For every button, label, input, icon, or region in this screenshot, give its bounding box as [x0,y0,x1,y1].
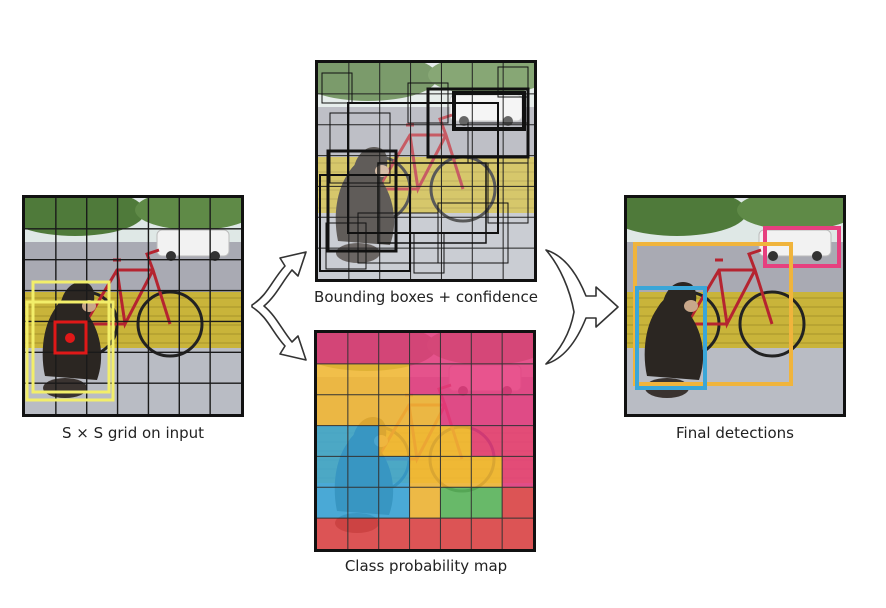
class-cell [409,333,441,364]
bounding-boxes-image [318,63,534,279]
class-cell [440,456,472,488]
class-cell [409,425,441,457]
bounding-boxes-panel [315,60,537,282]
input-caption: S × S grid on input [61,424,205,442]
bicycle-wheel [738,290,806,358]
class-cell [471,518,503,549]
class-probability-panel [314,330,536,552]
class-cell [502,425,533,457]
class-cell [502,456,533,488]
class-cell [409,363,441,395]
class-cell [347,333,379,364]
bounding-box [326,149,398,253]
fork-arrow-left-icon [251,251,307,361]
class-cell [440,394,472,426]
bounding-box [319,174,411,272]
class-cell [471,363,503,395]
class-cell [471,456,503,488]
car-wheel [812,251,822,261]
class-cell [347,394,379,426]
class-cell [471,487,503,519]
tree-foliage [135,198,241,230]
class-cell [502,333,533,364]
class-cell [317,456,348,488]
class-cell [347,487,379,519]
bounding-box [325,222,367,270]
input-image [25,198,241,414]
bounding-box [497,66,529,98]
class-cell [317,487,348,519]
class-cell [317,333,348,364]
car-wheel [459,116,469,126]
detection-car [763,226,841,268]
class-cell [347,518,379,549]
car-wheel [166,251,176,261]
detection-dog [635,286,707,390]
class-cell [317,363,348,395]
dog-muzzle [684,300,698,312]
class-cell [440,425,472,457]
class-cell [409,487,441,519]
class-cell [409,456,441,488]
class-cell [471,394,503,426]
class-cell [378,487,410,519]
class-cell [409,518,441,549]
class-cell [317,425,348,457]
class-cell [440,363,472,395]
tree-foliage [737,198,843,230]
class-cell [378,394,410,426]
class-cell [347,425,379,457]
bounding-box [413,232,445,274]
class-cell [378,518,410,549]
bicycle-wheel [136,290,204,358]
class-cell [471,425,503,457]
dog-tail [43,378,87,398]
input-box-yellow [25,300,115,402]
class-cell [471,333,503,364]
car-body [156,229,230,257]
merge-arrow-right-icon [545,249,619,365]
bounding-box [452,91,526,131]
tree-foliage [627,198,747,236]
class-cell [378,456,410,488]
class-cell [317,394,348,426]
class-cell [378,363,410,395]
final-detections-caption: Final detections [676,424,794,442]
final-detections-panel [624,195,846,417]
bounding-box [407,82,449,124]
bounding-boxes-caption: Bounding boxes + confidence [314,288,538,306]
bounding-box [321,72,353,104]
input-cell-red [53,320,88,355]
class-cell [502,518,533,549]
bicycle-frame [83,248,172,329]
class-cell [502,487,533,519]
class-cell [502,363,533,395]
tree-foliage [428,63,534,95]
class-probability-map [317,333,533,549]
class-cell [440,487,472,519]
final-detections-image [627,198,843,414]
class-cell [378,333,410,364]
class-cell [347,363,379,395]
class-cell [440,333,472,364]
car-wheel [768,251,778,261]
class-cell [378,425,410,457]
class-cell [317,518,348,549]
tree-foliage [25,198,145,236]
overlay [318,63,534,279]
car-wheel [210,251,220,261]
class-cell [409,394,441,426]
class-cell [440,518,472,549]
input-center-dot [65,333,75,343]
bounding-box [329,112,391,184]
class-cell [502,394,533,426]
input-box-yellow [31,280,111,394]
input-image-panel [22,195,244,417]
class-probability-caption: Class probability map [344,557,508,575]
class-cell [347,456,379,488]
